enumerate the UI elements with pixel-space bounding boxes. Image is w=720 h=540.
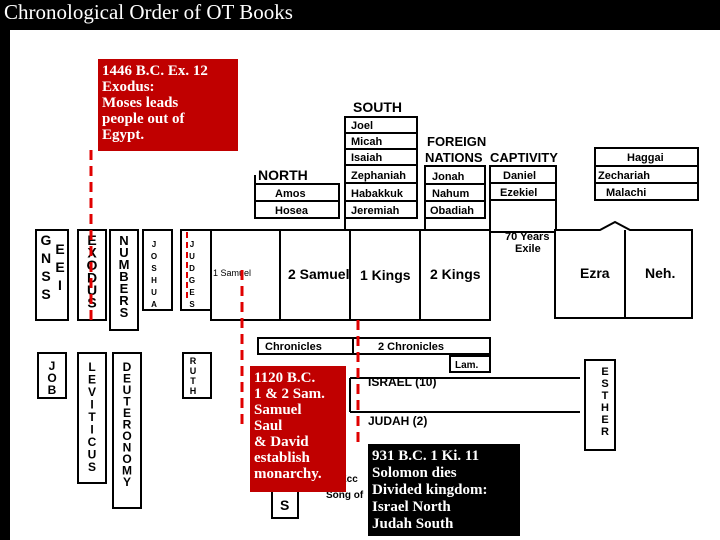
south-prophet-list: Joel Micah Isaiah Zephaniah Habakkuk Jer… [275,120,664,217]
prophet-hosea: Hosea [275,205,309,217]
book-2samuel [279,229,351,321]
prophet-nahum: Nahum [432,188,470,200]
exile-label-2: Exile [515,243,541,255]
foreign-header-2: NATIONS [425,150,483,165]
label-chronicles: Chronicles [265,341,322,353]
book-1kings [349,229,421,321]
ot-chart: SOUTH NORTH FOREIGN NATIONS CAPTIVITY Jo… [35,99,699,519]
post-exile-prophets-box [594,147,699,201]
label-israel: ISRAEL (10) [368,375,436,389]
prophet-ezekiel: Ezekiel [500,187,537,199]
exile-label-1: 70 Years [505,231,549,243]
captivity-header: CAPTIVITY [490,150,558,165]
diagram-canvas: SOUTH NORTH FOREIGN NATIONS CAPTIVITY Jo… [10,30,720,540]
book-joshua [142,229,173,311]
label-ecc-fragment: Ecc [340,474,358,485]
book-lam [449,355,491,373]
book-job [37,352,67,399]
book-numbers [109,229,139,331]
label-neh: Neh. [645,265,675,281]
book-psalms [271,487,299,519]
south-header: SOUTH [353,99,402,115]
prophet-micah: Micah [351,136,382,148]
prophet-haggai: Haggai [627,152,664,164]
prophet-joel: Joel [351,120,373,132]
label-2chronicles: 2 Chronicles [378,341,444,353]
prophet-jonah: Jonah [432,171,465,183]
label-song-fragment: Song of [326,490,364,501]
label-1kings: 1 Kings [360,267,411,283]
label-ezra: Ezra [580,265,610,281]
prophet-zechariah: Zechariah [598,170,650,182]
prophet-daniel: Daniel [503,170,536,182]
label-judah: JUDAH (2) [368,414,427,428]
foreign-header-1: FOREIGN [427,134,486,149]
book-ruth [182,352,212,399]
label-lam: Lam. [455,360,479,371]
prophet-malachi: Malachi [606,187,646,199]
label-1samuel: 1 Samuel [213,268,251,278]
label-2kings: 2 Kings [430,266,481,282]
prophet-amos: Amos [275,188,306,200]
book-genesis [35,229,69,321]
note-division: 931 B.C. 1 Ki. 11 Solomon dies Divided k… [368,444,520,536]
book-2kings [419,229,491,321]
book-exodus [77,229,107,321]
north-header: NORTH [258,167,308,183]
note-monarchy: 1120 B.C. 1 & 2 Sam. Samuel Saul & David… [250,366,346,492]
book-esther [584,359,616,451]
prophet-obadiah: Obadiah [430,205,474,217]
book-leviticus [77,352,107,484]
book-judges [180,229,212,311]
book-deuteronomy [112,352,142,509]
prophet-habakkuk: Habakkuk [351,188,404,200]
page-title: Chronological Order of OT Books [4,0,293,24]
prophet-isaiah: Isaiah [351,152,382,164]
foreign-prophets-box [424,165,486,219]
prophet-zephaniah: Zephaniah [351,170,406,182]
note-exodus: 1446 B.C. Ex. 12 Exodus: Moses leads peo… [98,59,238,151]
book-chronicles2 [352,337,491,355]
label-2samuel: 2 Samuel [288,266,349,282]
label-psalms-fragment: S [280,497,289,513]
book-ezra-neh [554,220,693,319]
prophet-jeremiah: Jeremiah [351,205,400,217]
